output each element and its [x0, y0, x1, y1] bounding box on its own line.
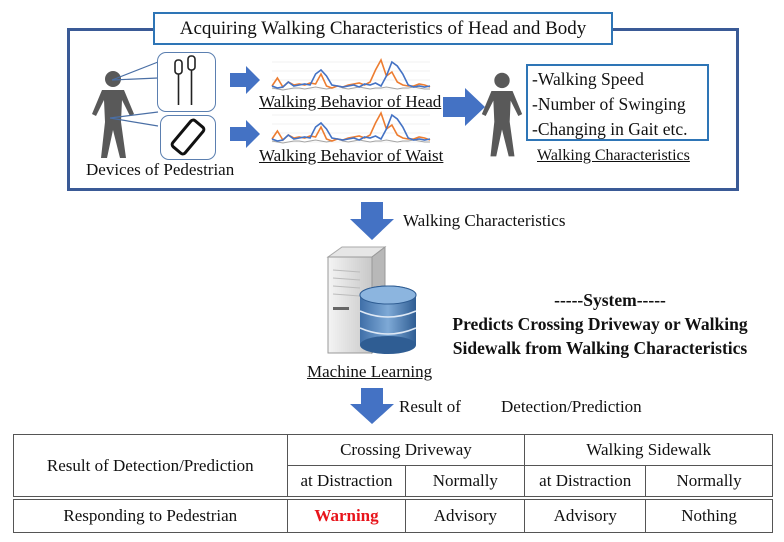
row-header-cell: Result of Detection/Prediction: [13, 434, 288, 499]
subheader-cell: at Distraction: [524, 465, 647, 499]
head-behavior-chart: [271, 58, 431, 91]
waist-behavior-label: Walking Behavior of Waist: [259, 146, 444, 165]
pedestrian-icon: [481, 72, 523, 157]
response-cell-warning: Warning: [286, 496, 407, 533]
blue-signal-line: [271, 60, 431, 89]
arrow-right-icon: [443, 88, 485, 126]
subheader-cell: Normally: [405, 465, 526, 499]
subheader-cell: Normally: [645, 465, 773, 499]
response-cell: Advisory: [524, 496, 647, 533]
orange-signal-line: [271, 111, 431, 142]
acquisition-title: Acquiring Walking Characteristics of Hea…: [153, 12, 613, 45]
arrow-down-icon: [350, 202, 394, 240]
table-header-row: Result of Detection/Prediction Crossing …: [13, 434, 773, 499]
group-header-walking-sidewalk: Walking Sidewalk: [524, 434, 773, 466]
system-line-1: Predicts Crossing Driveway or Walking: [452, 314, 748, 334]
characteristic-item: -Walking Speed: [532, 69, 644, 89]
table-subheader-row: at Distraction Normally at Distraction N…: [14, 465, 773, 499]
earphones-bubble: [157, 52, 216, 112]
smartphone-bubble: [160, 115, 216, 160]
server-database-icon: [326, 245, 417, 355]
characteristics-list: -Walking Speed -Number of Swinging -Chan…: [526, 64, 709, 141]
earphones-icon: [174, 55, 196, 105]
subheader-cell: at Distraction: [286, 465, 407, 499]
gray-signal-line: [271, 85, 430, 91]
response-label-cell: Responding to Pedestrian: [13, 496, 288, 533]
response-cell: Nothing: [645, 496, 773, 533]
waist-behavior-chart: [271, 111, 431, 144]
arrow-right-icon: [230, 66, 260, 94]
system-line-2: Sidewalk from Walking Characteristics: [452, 338, 748, 358]
result-flow-label-a: Result of: [399, 397, 461, 416]
table-row: Responding to Pedestrian Warning Advisor…: [13, 496, 773, 533]
arrow-down-icon: [350, 388, 394, 424]
walking-characteristics-flow-label: Walking Characteristics: [403, 211, 566, 230]
device-connector-lines: [109, 61, 159, 127]
blue-signal-line: [271, 113, 431, 142]
orange-signal-line: [271, 58, 431, 89]
devices-label: Devices of Pedestrian: [86, 160, 235, 179]
characteristics-label: Walking Characteristics: [537, 147, 690, 164]
group-header-crossing-driveway: Crossing Driveway: [286, 434, 526, 466]
machine-learning-label: Machine Learning: [307, 362, 433, 381]
result-flow-label-b: Detection/Prediction: [501, 397, 642, 416]
system-heading: -----System-----: [554, 290, 666, 310]
characteristic-item: -Number of Swinging: [532, 94, 686, 114]
gray-signal-line: [271, 138, 430, 144]
response-cell: Advisory: [405, 496, 526, 533]
smartphone-icon: [170, 118, 206, 156]
arrow-right-icon: [230, 120, 260, 148]
result-table: Result of Detection/Prediction Crossing …: [13, 434, 773, 533]
characteristic-item: -Changing in Gait etc.: [532, 119, 688, 139]
head-behavior-label: Walking Behavior of Head: [259, 92, 442, 111]
system-description: -----System----- Predicts Crossing Drive…: [420, 288, 780, 360]
